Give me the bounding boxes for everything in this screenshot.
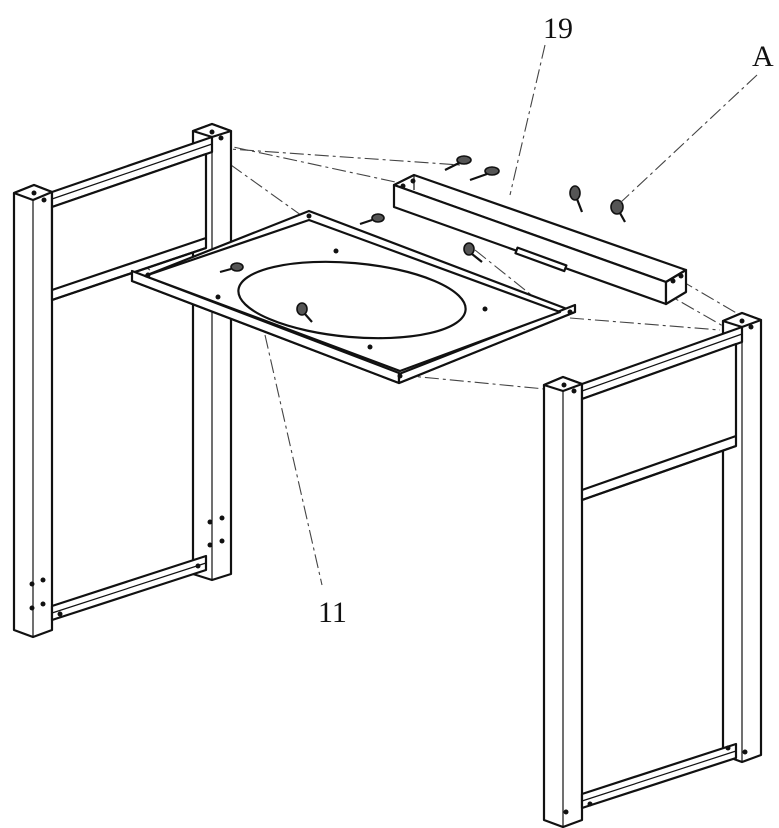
label-leader-lines: [264, 44, 758, 586]
part-label-a: A: [752, 40, 774, 73]
crossbar-part-19: [392, 173, 688, 306]
screw-icon: [469, 166, 500, 182]
left-side-frame: [12, 122, 233, 639]
screw-icon: [296, 302, 313, 323]
part-label-19: 19: [543, 12, 573, 45]
screw-icon: [463, 242, 483, 263]
screw-icon: [444, 155, 472, 171]
screws: [219, 155, 626, 323]
part-label-11: 11: [318, 596, 347, 629]
screw-icon: [610, 199, 626, 223]
right-side-frame: [542, 311, 763, 828]
tray-part-11: [130, 209, 577, 385]
tray-round-cutout: [237, 260, 467, 340]
screw-icon: [569, 185, 584, 213]
screw-icon: [359, 213, 385, 226]
screw-icon: [219, 262, 244, 274]
